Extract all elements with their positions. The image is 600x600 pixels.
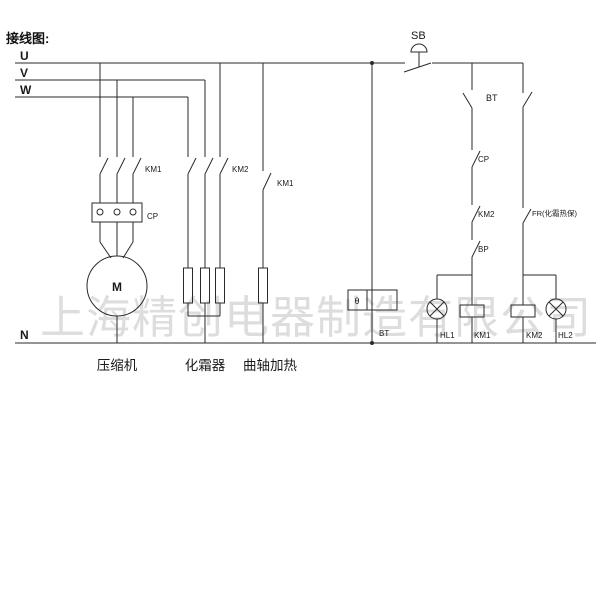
km2-defrost-label: KM2 <box>232 165 249 174</box>
km2-contact-3pole-icon <box>187 157 229 175</box>
defroster-branch: KM2 化霜器 <box>183 63 249 373</box>
wire <box>122 241 134 259</box>
bp-contact-label: BP <box>478 245 489 254</box>
thermostat-sensor-box-icon <box>347 289 398 311</box>
bp-contact-icon <box>471 240 481 258</box>
compressor-caption: 压缩机 <box>97 358 138 373</box>
cp-contact-icon <box>471 150 481 168</box>
temperature-sensor-branch: θ BT <box>347 61 398 345</box>
lamp-hl2-icon <box>545 298 567 320</box>
company-watermark: 上海精创电器制造有限公司 <box>40 292 593 343</box>
wire <box>99 241 112 259</box>
junction-dot <box>370 341 374 345</box>
sb-label: SB <box>411 30 426 42</box>
motor-label: M <box>112 280 122 294</box>
defroster-caption: 化霜器 <box>185 358 226 373</box>
hl2-label: HL2 <box>558 331 573 340</box>
cp-contact-label: CP <box>478 155 489 164</box>
rail-n-label: N <box>20 328 29 342</box>
km2-contact-label: KM2 <box>478 210 495 219</box>
km2-coil-icon <box>510 304 536 318</box>
bt-sensor-label: BT <box>379 329 389 338</box>
fr-contact-label: FR(化霜热保) <box>532 208 577 218</box>
cp-protector-label: CP <box>147 212 158 221</box>
fr-contact-icon <box>522 208 532 224</box>
km1-coil-icon <box>459 304 485 318</box>
crankshaft-heater-branch: KM1 曲轴加热 <box>243 63 297 373</box>
control-chain-left: BT CP KM2 BP <box>462 63 498 275</box>
lamp-hl1-icon <box>426 298 448 320</box>
km1-main-label: KM1 <box>145 165 162 174</box>
compressor-branch: KM1 CP M 压缩机 <box>86 63 162 373</box>
defrost-heater-elements-icon <box>183 267 225 304</box>
bt-contact-right-icon <box>522 91 533 108</box>
pushbutton-contact-icon <box>403 62 432 73</box>
cp-protector-box-icon <box>91 202 143 223</box>
bt-contact-left-icon <box>462 92 473 109</box>
rail-v-label: V <box>20 66 28 80</box>
page-title: 接线图: <box>6 31 50 46</box>
rail-w-label: W <box>20 83 32 97</box>
km1-contact-icon <box>262 172 272 191</box>
km2-coil-label: KM2 <box>526 331 543 340</box>
pushbutton-cap-icon <box>410 43 428 53</box>
control-chain-right: FR(化霜热保) <box>522 63 577 275</box>
bt-top-label: BT <box>486 93 498 103</box>
sb-pushbutton: SB <box>403 30 432 73</box>
km1-crank-label: KM1 <box>277 179 294 188</box>
output-row: HL1 KM1 KM2 HL2 <box>426 274 573 343</box>
hl1-label: HL1 <box>440 331 455 340</box>
km2-contact-icon <box>471 205 481 223</box>
rail-u-label: U <box>20 49 29 63</box>
crankshaft-heater-element-icon <box>258 267 268 304</box>
km1-contact-3pole-icon <box>99 157 142 175</box>
theta-symbol: θ <box>354 296 359 306</box>
crankshaft-heater-caption: 曲轴加热 <box>243 358 297 373</box>
km1-coil-label: KM1 <box>474 331 491 340</box>
power-rails: U V W N <box>15 49 596 344</box>
